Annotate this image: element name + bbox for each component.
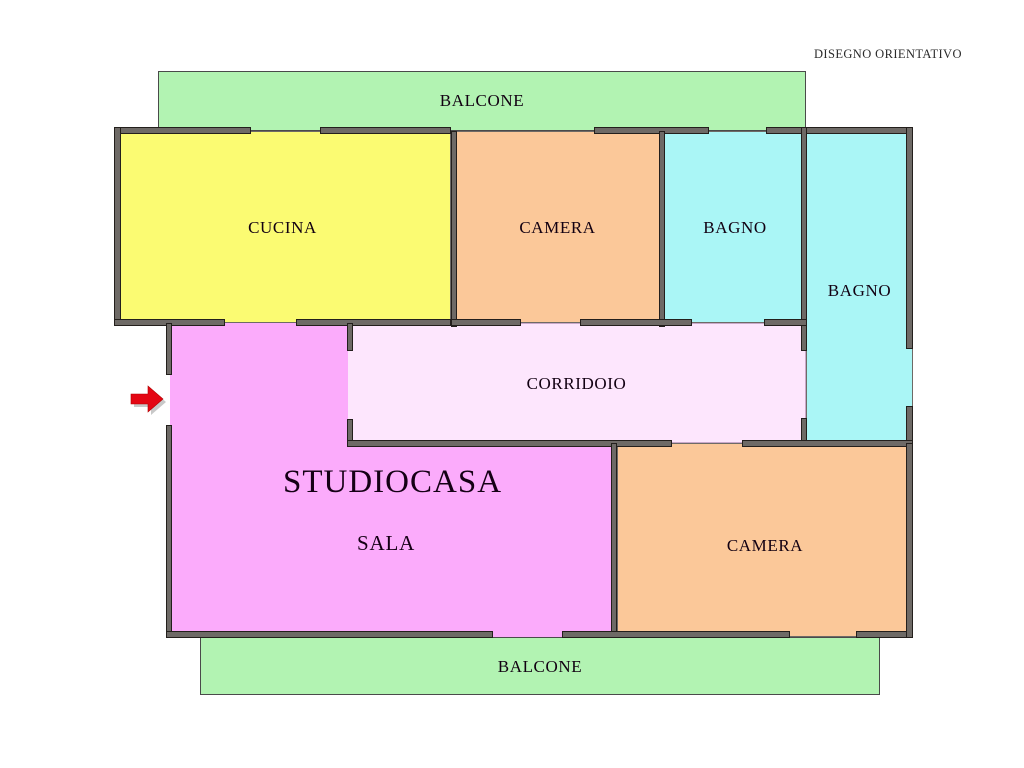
wall-between-cucina-camera: [451, 131, 457, 327]
wall-top-cucina-left: [114, 127, 251, 134]
drawing-disclaimer-note: DISEGNO ORIENTATIVO: [814, 47, 962, 61]
room-cucina: CUCINA: [114, 131, 451, 323]
wall-bottom-camera-right: [856, 631, 913, 638]
wall-bottom-camera-top: [451, 319, 521, 326]
room-label-bagno-1: BAGNO: [703, 218, 767, 237]
wall-top-cucina-right: [320, 127, 451, 134]
room-bagno-1: BAGNO: [664, 131, 806, 323]
room-balcone-bottom: BALCONE: [200, 637, 880, 695]
wall-bottom-camera-left: [562, 631, 790, 638]
room-corridoio: CORRIDOIO: [347, 323, 806, 443]
wall-right-bagno2-upper: [906, 127, 913, 349]
wall-left-sala-upper: [166, 323, 172, 375]
wall-between-camera-bagno1: [659, 131, 665, 327]
room-label-camera-bottom: CAMERA: [726, 536, 804, 555]
room-balcone-top: BALCONE: [158, 71, 806, 131]
wall-bottom-bagno1: [764, 319, 807, 326]
wall-bottom-camera-top-2: [580, 319, 692, 326]
room-label-balcone-top: BALCONE: [439, 91, 525, 110]
wall-bottom-cucina-right: [296, 319, 451, 326]
room-label-camera-top: CAMERA: [519, 218, 596, 237]
room-label-cucina: CUCINA: [248, 218, 317, 237]
wall-right-camera-bottom: [906, 443, 913, 638]
wall-top-bagno1: [766, 127, 913, 134]
room-bagno-2: BAGNO: [806, 131, 913, 443]
room-camera-top: CAMERA: [451, 131, 664, 323]
room-label-balcone-bottom: BALCONE: [497, 657, 583, 676]
room-label-bagno-2: BAGNO: [827, 281, 892, 300]
room-sala: [170, 443, 617, 637]
room-label-sala: SALA: [357, 531, 416, 555]
wall-between-bagno1-bagno2: [801, 127, 807, 351]
wall-bottom-sala: [166, 631, 493, 638]
room-camera-bottom: CAMERA: [617, 443, 913, 637]
wall-top-camera: [594, 127, 709, 134]
wall-corridor-bottom-left: [347, 440, 672, 447]
wall-left-sala-lower: [166, 425, 172, 637]
studiocasa-watermark: STUDIOCASA: [283, 464, 503, 500]
room-label-corridoio: CORRIDOIO: [526, 374, 627, 393]
wall-sala-corridor-jamb-top: [347, 323, 353, 351]
wall-corridor-bottom-right: [742, 440, 913, 447]
entrance-arrow-icon: [128, 382, 168, 416]
wall-left-cucina: [114, 127, 121, 323]
wall-between-sala-camera-bottom: [611, 443, 617, 637]
room-sala-upper: [170, 323, 348, 443]
